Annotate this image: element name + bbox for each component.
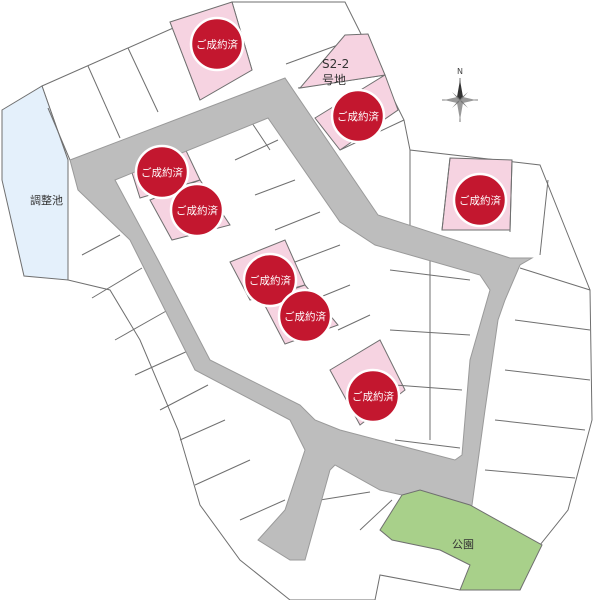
sold-badge: ご成約済 xyxy=(277,288,333,344)
sold-badge: ご成約済 xyxy=(345,368,401,424)
retention-pond-label: 調整池 xyxy=(30,193,63,207)
lot-id-line1: S2-2 xyxy=(322,57,349,71)
svg-text:ご成約済: ご成約済 xyxy=(249,274,291,287)
sold-badge: ご成約済 xyxy=(169,182,225,238)
road-network xyxy=(69,77,534,561)
retention-pond xyxy=(1,85,69,281)
lot-id-line2: 号地 xyxy=(322,73,346,87)
svg-text:ご成約済: ご成約済 xyxy=(337,110,379,123)
lot-lines-inner xyxy=(81,119,591,531)
sold-badge: ご成約済 xyxy=(452,172,508,228)
svg-text:ご成約済: ご成約済 xyxy=(176,204,218,217)
svg-text:ご成約済: ご成約済 xyxy=(459,194,501,207)
park xyxy=(379,489,543,591)
sold-badge: ご成約済 xyxy=(242,252,298,308)
svg-text:ご成約済: ご成約済 xyxy=(352,390,394,403)
park-label: 公園 xyxy=(452,538,474,551)
svg-text:ご成約済: ご成約済 xyxy=(284,310,326,323)
compass-rose-icon: N xyxy=(442,67,478,122)
sold-badge: ご成約済 xyxy=(189,16,245,72)
svg-text:ご成約済: ご成約済 xyxy=(141,166,183,179)
svg-text:N: N xyxy=(457,67,463,76)
sold-badge: ご成約済 xyxy=(330,88,386,144)
svg-text:ご成約済: ご成約済 xyxy=(196,38,238,51)
sold-badge: ご成約済 xyxy=(134,144,190,200)
